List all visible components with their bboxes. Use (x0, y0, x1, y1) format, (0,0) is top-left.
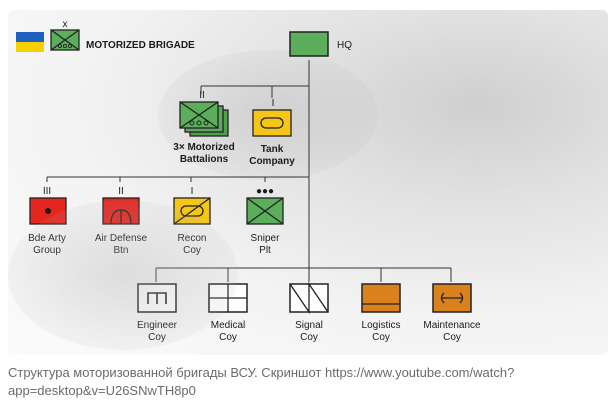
air-defense-echelon: II (118, 186, 124, 197)
signal-unit: Signal Coy (289, 281, 329, 343)
battalions-unit: II 3× Motorized Battalions (173, 90, 234, 165)
recon-label-line2: Coy (183, 245, 201, 256)
engineer-label-line2: Coy (148, 332, 166, 343)
recon-echelon: I (191, 186, 194, 197)
air-defense-label-line1: Air Defense (95, 233, 148, 244)
recon-label-line1: Recon (178, 233, 207, 244)
org-chart: x MOTORIZED BRIGADE HQ II (16, 19, 481, 343)
recon-armor-icon (173, 197, 211, 225)
logistics-label-line2: Coy (372, 332, 390, 343)
ukraine-flag-icon (16, 32, 44, 52)
battalions-label-line1: 3× Motorized (173, 142, 234, 153)
connector-lines (46, 60, 452, 282)
air-defense-icon (102, 197, 140, 225)
maintenance-unit: Maintenance Coy (423, 283, 481, 343)
artillery-icon (29, 197, 67, 225)
maintenance-icon (432, 283, 472, 313)
motorized-brigade-icon (50, 29, 80, 51)
medical-unit: Medical Coy (208, 283, 248, 343)
maintenance-label-line1: Maintenance (423, 320, 481, 331)
figure-caption: Структура моторизованной бригады ВСУ. Ск… (8, 365, 515, 398)
recon-unit: I Recon Coy (173, 186, 211, 256)
hq-icon (289, 31, 329, 57)
infantry-icon (246, 197, 284, 225)
maintenance-label-line2: Coy (443, 332, 461, 343)
medical-label-line2: Coy (219, 332, 237, 343)
tank-unit: I Tank Company (249, 98, 295, 167)
air-defense-label-line2: Btn (113, 245, 128, 256)
supply-icon (361, 283, 401, 313)
logistics-label-line1: Logistics (362, 320, 401, 331)
tank-label-line1: Tank (261, 144, 284, 155)
engineer-icon (137, 283, 177, 313)
bde-arty-echelon: III (43, 186, 51, 197)
sniper-label-line1: Sniper (251, 233, 281, 244)
armor-icon (252, 109, 292, 137)
engineer-label-line1: Engineer (137, 320, 178, 331)
battalions-label-line2: Battalions (180, 154, 229, 165)
motorized-infantry-icon (179, 101, 229, 137)
medical-icon (208, 283, 248, 313)
page-title: MOTORIZED BRIGADE (86, 40, 195, 51)
logistics-unit: Logistics Coy (361, 283, 401, 343)
signal-label-line2: Coy (300, 332, 318, 343)
diagram-figure: x MOTORIZED BRIGADE HQ II (8, 10, 608, 355)
bde-arty-unit: III Bde Arty Group (28, 186, 67, 256)
signal-label-line1: Signal (295, 320, 323, 331)
tank-echelon: I (272, 98, 275, 109)
engineer-unit: Engineer Coy (137, 283, 178, 343)
battalions-echelon: II (199, 90, 205, 101)
hq-label: HQ (337, 40, 352, 51)
sniper-unit: ●●● Sniper Plt (246, 186, 284, 256)
brigade-echelon: x (63, 19, 68, 30)
tank-label-line2: Company (249, 156, 295, 167)
sniper-label-line2: Plt (259, 245, 271, 256)
signal-icon (289, 281, 329, 315)
hq-unit: HQ (289, 31, 352, 57)
air-defense-unit: II Air Defense Btn (95, 186, 148, 256)
bde-arty-label-line1: Bde Arty (28, 233, 66, 244)
medical-label-line1: Medical (211, 320, 245, 331)
bde-arty-label-line2: Group (33, 245, 61, 256)
sniper-echelon: ●●● (256, 186, 274, 197)
